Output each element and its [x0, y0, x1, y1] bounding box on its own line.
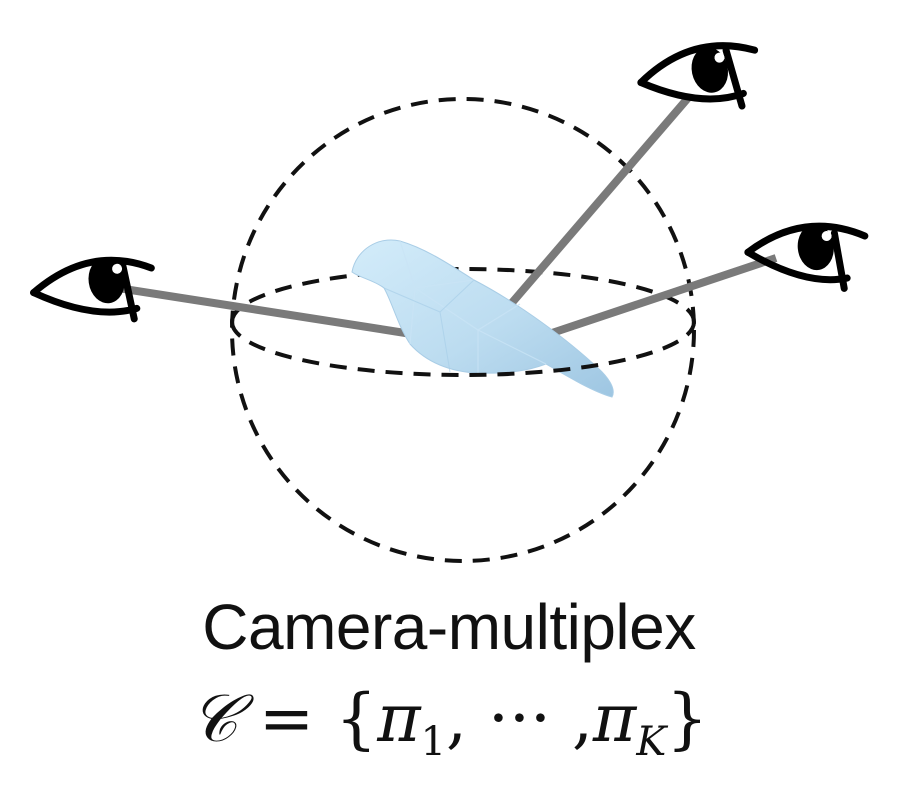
last-subscript: K — [636, 719, 667, 766]
open-brace: { — [335, 680, 378, 757]
first-subscript: 1 — [420, 719, 447, 766]
set-symbol: 𝒞 — [189, 680, 238, 757]
view-ray-right — [538, 254, 778, 341]
separator-comma-2: , — [571, 680, 593, 757]
view-ray-top — [506, 95, 692, 308]
camera-set-formula: 𝒞 = {π1, ··· ,πK} — [0, 680, 898, 765]
diagram-title: Camera-multiplex — [202, 591, 696, 663]
pi-symbol-last: π — [592, 680, 637, 757]
bounding-sphere — [230, 97, 696, 563]
view-ray-left — [117, 284, 419, 339]
pi-symbol-first: π — [377, 680, 421, 757]
ellipsis: ··· — [488, 680, 551, 757]
eye-icon — [30, 256, 155, 323]
close-brace: } — [666, 680, 709, 757]
eye-icon — [637, 42, 759, 110]
eye-icon — [744, 222, 869, 292]
equals-sign: = — [258, 680, 315, 757]
equator-front — [230, 321, 696, 377]
separator-comma-1: , — [446, 680, 468, 757]
bird-mesh — [351, 239, 614, 398]
